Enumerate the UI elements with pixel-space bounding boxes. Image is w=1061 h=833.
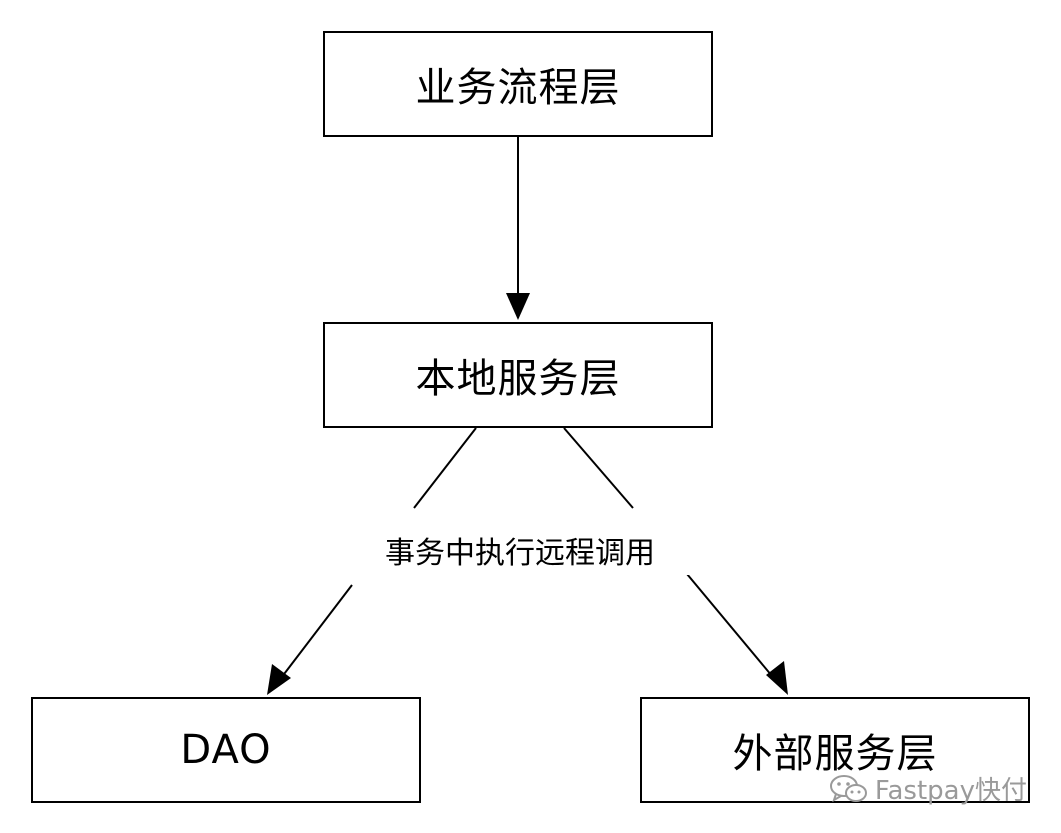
- watermark-text: Fastpay快付: [874, 776, 1027, 806]
- external-service-layer-label: 外部服务层: [732, 731, 938, 777]
- edge-local-to-external-upper: [563, 427, 634, 509]
- watermark: Fastpay快付: [829, 770, 1027, 807]
- arrowhead-local: [506, 293, 530, 320]
- business-process-layer-label: 业务流程层: [415, 65, 621, 111]
- arrowhead-external: [766, 661, 788, 695]
- local-service-layer-label: 本地服务层: [415, 356, 621, 402]
- edge-local-to-dao-upper: [413, 427, 477, 509]
- wechat-icon: [829, 774, 867, 802]
- arrowhead-dao: [267, 664, 291, 695]
- local-service-layer-box: 本地服务层: [323, 322, 713, 428]
- dao-box: DAO: [31, 697, 421, 803]
- edge-local-to-external-lower: [681, 567, 778, 683]
- business-process-layer-box: 业务流程层: [323, 31, 713, 137]
- dao-label: DAO: [180, 727, 272, 773]
- remote-call-in-transaction-label: 事务中执行远程调用: [350, 525, 690, 575]
- edge-local-to-dao-lower: [277, 584, 353, 683]
- external-service-layer-box: 外部服务层: [640, 697, 1030, 803]
